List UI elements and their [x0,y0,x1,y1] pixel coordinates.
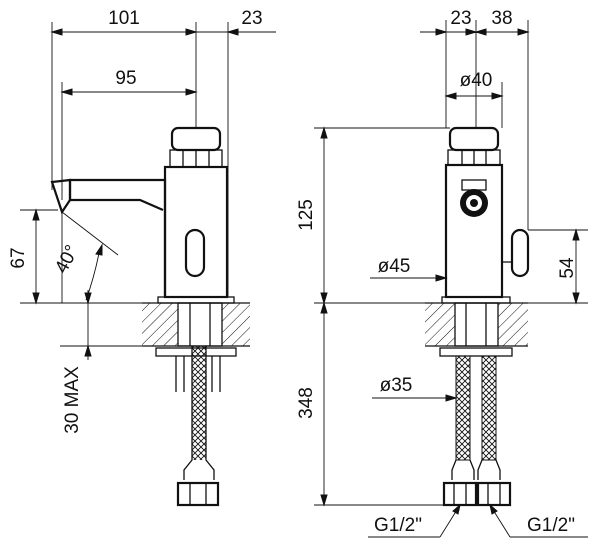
dim-hose-length: 348 [296,387,317,419]
dim-width-total: 101 [108,8,140,29]
hose-nut-left [176,481,220,507]
hose-braid-left [192,346,206,460]
thread-label-left: G1/2" [374,515,422,536]
faucet-body-left [68,178,167,297]
dimension-lines-left [20,22,276,360]
dimension-lines-right [314,20,588,538]
thread-label-right: G1/2" [527,515,575,536]
dim-height-spout: 67 [8,247,29,268]
dim-spout-angle: 40° [51,242,83,277]
dim-lever-height: 54 [557,257,578,279]
hose-braid-right-1 [455,355,471,461]
side-view: 101 23 95 67 40° 30 MAX [8,8,276,507]
push-button-cap-right [448,126,500,152]
dim-body-diameter: ø45 [378,256,411,277]
hose-nut-right-2 [476,481,512,507]
dim-spout-reach: 95 [115,68,136,89]
push-button-cap-left [170,126,222,152]
countertop-right [425,302,528,347]
dim-hose-diameter: ø35 [380,375,413,396]
hose-braid-right-2 [481,355,497,461]
dim-head-diameter: ø40 [460,70,493,91]
side-lever-slot [184,228,206,278]
dim-deck-max: 30 MAX [62,366,83,434]
dim-width-right: 23 [241,8,262,29]
body-column-right [444,163,504,299]
lock-nut-right [439,347,513,357]
hose-nut-right-1 [442,481,478,507]
body-column-left [163,165,229,299]
spout-tip [50,178,72,215]
aerator-icon [460,179,488,217]
dim-top-offset: 23 [450,8,471,29]
dim-top-width: 38 [491,8,512,29]
countertop-left [142,302,250,347]
dim-body-height: 125 [296,199,317,231]
side-lever-right [510,228,530,278]
front-view: 23 38 ø40 125 ø45 54 348 ø35 G1/2" G1/2" [296,8,588,538]
